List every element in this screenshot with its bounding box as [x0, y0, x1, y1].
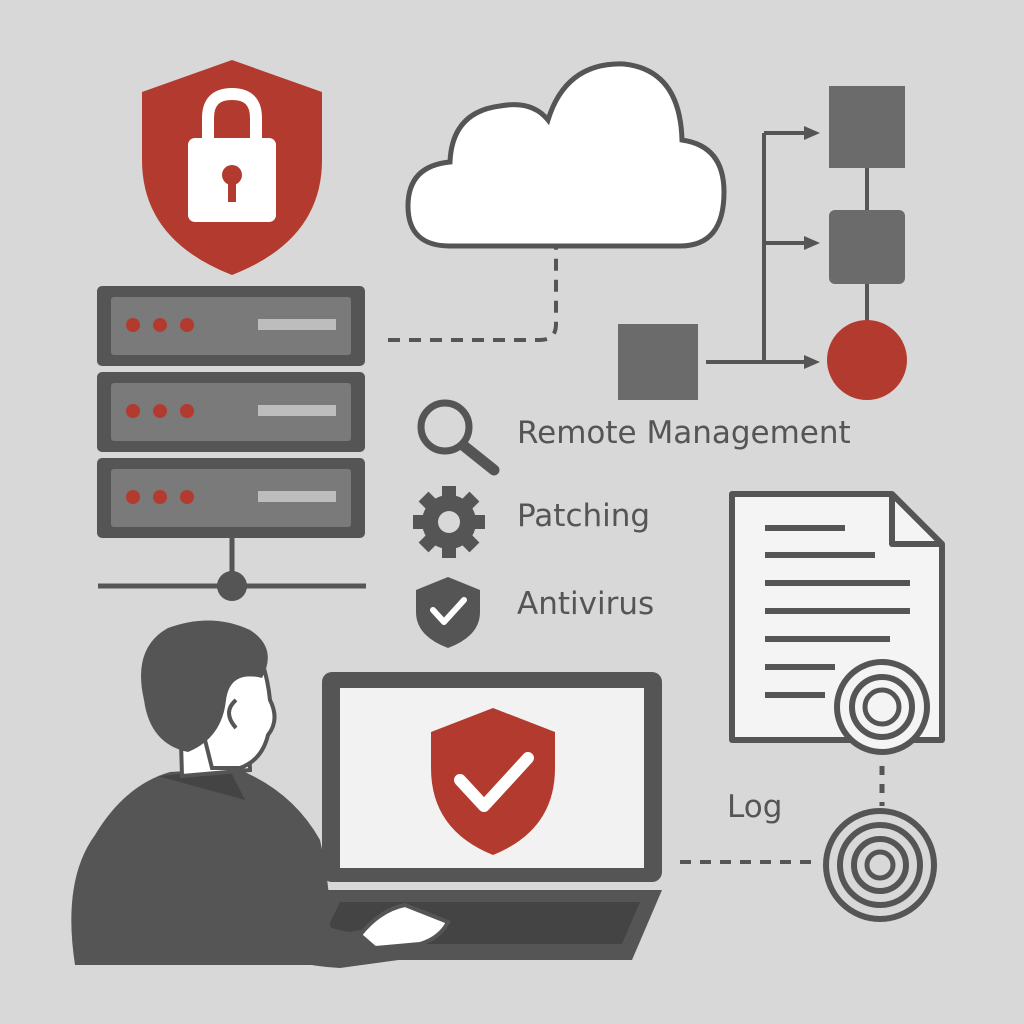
- patching-label: Patching: [517, 498, 651, 534]
- flow-diagram: [618, 86, 907, 400]
- hand: [357, 902, 451, 951]
- flow-source-box: [618, 324, 698, 400]
- magnifier-icon: [417, 399, 500, 476]
- arrow-head: [804, 236, 820, 250]
- network-base: [98, 538, 366, 601]
- flow-node-box: [829, 210, 905, 284]
- flow-node-box: [829, 86, 905, 168]
- shield-lock-icon: [142, 60, 322, 275]
- cloud-icon: [405, 61, 727, 249]
- gear-icon: [413, 486, 485, 558]
- screen-shield-icon: [431, 708, 555, 855]
- hair: [141, 620, 268, 752]
- server-rack-icon: [97, 286, 366, 601]
- log-label: Log: [727, 789, 783, 825]
- collar: [158, 770, 245, 800]
- ear: [227, 698, 238, 730]
- server-unit: [97, 286, 365, 366]
- server-unit: [97, 458, 365, 538]
- server-cloud-link: [388, 248, 558, 342]
- flow-node-circle: [827, 320, 907, 400]
- arrow-head: [804, 126, 820, 140]
- server-unit: [97, 372, 365, 452]
- check-icon: [454, 752, 534, 812]
- certificate-document-icon: [729, 491, 945, 755]
- target-icon: [823, 808, 937, 922]
- laptop-shield-icon: [296, 672, 662, 960]
- antivirus-label: Antivirus: [517, 586, 655, 622]
- remote-management-label: Remote Management: [517, 415, 851, 451]
- shield-check-icon: [416, 577, 480, 648]
- person-icon: [71, 620, 451, 968]
- arrow-head: [804, 355, 820, 369]
